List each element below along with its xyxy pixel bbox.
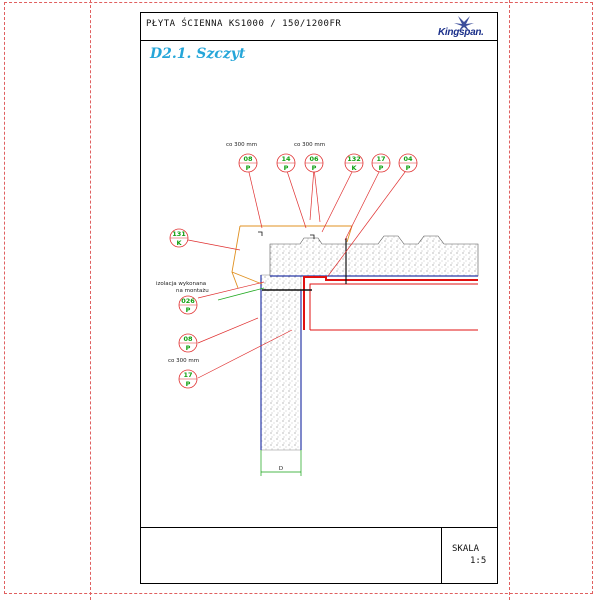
svg-text:17: 17 xyxy=(183,371,192,379)
callout-026p: 026 P xyxy=(178,295,198,315)
svg-text:P: P xyxy=(186,306,191,314)
flashing-rivet-2 xyxy=(310,234,315,239)
svg-text:P: P xyxy=(406,164,411,172)
svg-text:04: 04 xyxy=(403,155,413,163)
callout-17p-top: 17 P xyxy=(371,153,391,173)
callout-04p: 04 P xyxy=(398,153,418,173)
steel-member-outer xyxy=(303,276,478,330)
insulation-note-line1: izolacja wykonana xyxy=(156,281,206,287)
callout-131k: 131 K xyxy=(169,228,189,248)
insulation-note-line2: na montażu xyxy=(176,288,209,294)
svg-text:14: 14 xyxy=(281,155,291,163)
section-title: D2.1. Szczyt xyxy=(150,46,246,62)
scale-value: 1:5 xyxy=(470,556,487,566)
svg-text:06: 06 xyxy=(309,155,319,163)
svg-text:K: K xyxy=(351,164,357,172)
spacing-note-bottom: co 300 mm xyxy=(168,358,199,364)
document-title: PŁYTA ŚCIENNA KS1000 / 150/1200FR xyxy=(146,19,342,29)
drawing-frame xyxy=(140,12,498,584)
insulation-green-line xyxy=(217,287,265,301)
scale-label: SKALA xyxy=(452,544,480,554)
dimension-label: D xyxy=(279,466,283,472)
svg-text:132: 132 xyxy=(347,155,361,163)
scale-box-divider xyxy=(441,527,442,584)
callout-14p: 14 P xyxy=(276,153,296,173)
svg-text:08: 08 xyxy=(183,335,193,343)
svg-text:P: P xyxy=(312,164,317,172)
callout-132k: 132 K xyxy=(344,153,364,173)
svg-text:P: P xyxy=(284,164,289,172)
kingspan-logo-icon xyxy=(454,16,474,32)
svg-text:P: P xyxy=(379,164,384,172)
flashing-rivet xyxy=(258,231,263,236)
kingspan-logo-text: Kingspan. xyxy=(438,27,484,38)
svg-text:08: 08 xyxy=(243,155,253,163)
svg-text:131: 131 xyxy=(172,230,186,238)
svg-text:P: P xyxy=(246,164,251,172)
svg-text:P: P xyxy=(186,344,191,352)
svg-text:K: K xyxy=(176,239,182,247)
callout-08p-top: 08 P xyxy=(238,153,258,173)
leader-lines xyxy=(187,167,409,379)
outer-boundary xyxy=(4,2,593,594)
svg-text:P: P xyxy=(186,380,191,388)
roof-panel-core xyxy=(269,235,479,277)
wall-panel-core xyxy=(260,274,302,451)
callout-06p: 06 P xyxy=(304,153,324,173)
title-row xyxy=(140,12,498,41)
steel-member-inner xyxy=(309,283,478,331)
spacing-note-right: co 300 mm xyxy=(294,142,325,148)
sheet-boundary xyxy=(90,0,510,600)
svg-text:17: 17 xyxy=(376,155,385,163)
callout-17p-side: 17 P xyxy=(178,369,198,389)
svg-text:026: 026 xyxy=(181,297,195,305)
callout-08p-side: 08 P xyxy=(178,333,198,353)
title-block-divider xyxy=(140,527,498,528)
spacing-note-left: co 300 mm xyxy=(226,142,257,148)
